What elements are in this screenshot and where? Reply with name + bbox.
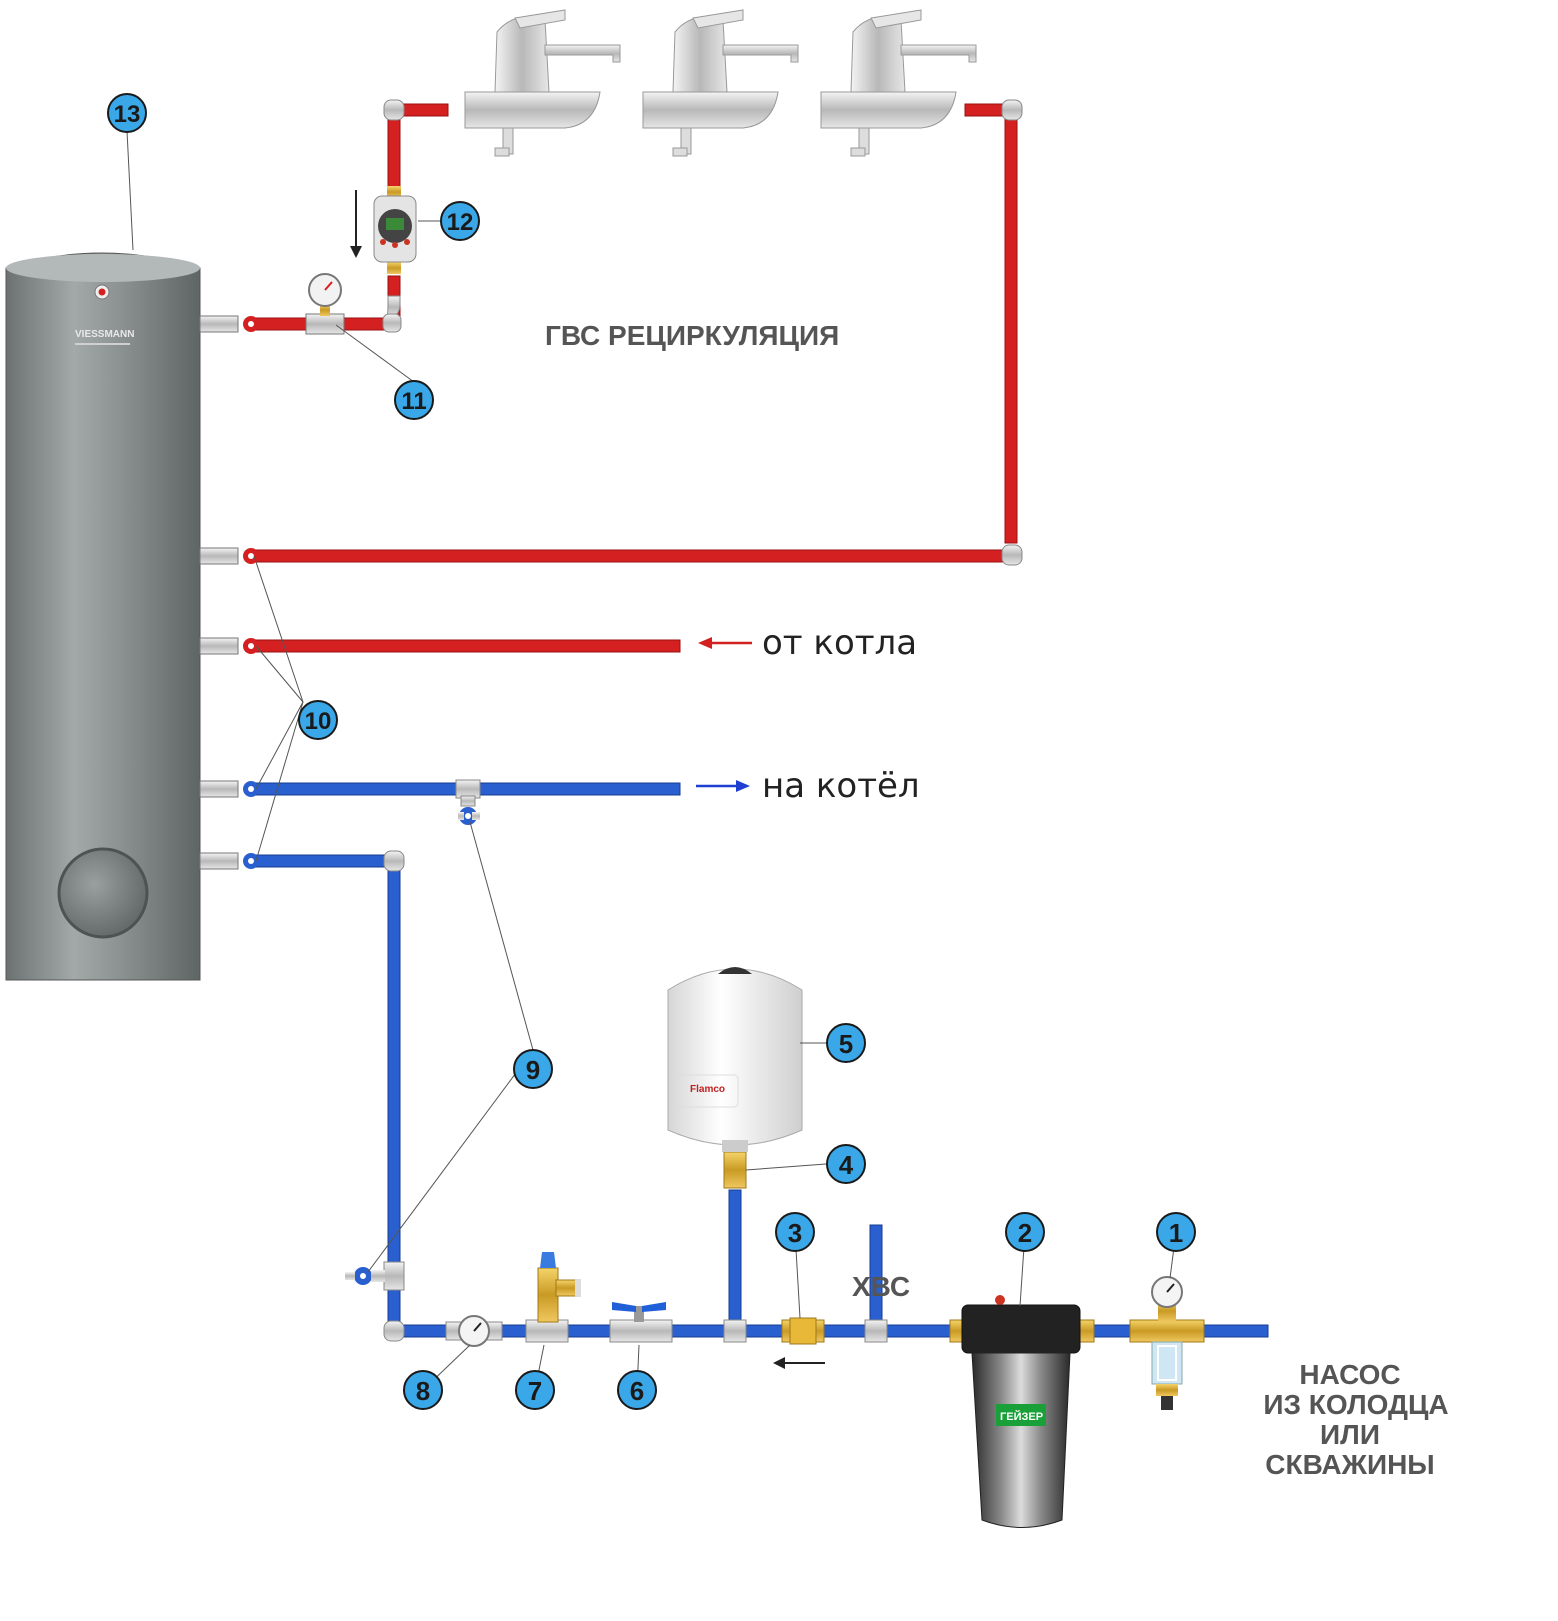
recirc-thermomanometer — [305, 273, 345, 335]
svg-text:11: 11 — [401, 388, 426, 415]
callout-12: 12 — [440, 201, 480, 241]
tank-brand-label: VIESSMANN — [75, 329, 134, 340]
svg-text:2: 2 — [1018, 1218, 1032, 1248]
svg-text:8: 8 — [416, 1376, 430, 1406]
tank-cold-connections — [199, 780, 259, 870]
svg-text:4: 4 — [839, 1150, 854, 1180]
svg-text:1: 1 — [1169, 1218, 1183, 1248]
callout-3: 3 — [775, 1212, 815, 1252]
callout-7: 7 — [515, 1370, 555, 1410]
cold-water-label: ХВС — [852, 1271, 910, 1302]
drain-valve-upper — [458, 807, 480, 825]
to-boiler-label: на котёл — [762, 766, 920, 806]
svg-text:ИЛИ: ИЛИ — [1320, 1419, 1380, 1450]
storage-water-heater-tank: VIESSMANN — [5, 252, 201, 981]
ball-valve-6 — [609, 1302, 673, 1343]
callout-13: 13 — [107, 93, 147, 133]
callout-5: 5 — [826, 1023, 866, 1063]
expansion-vessel-5: Flamco — [667, 967, 803, 1152]
faucet-1 — [464, 9, 621, 157]
callout-2: 2 — [1005, 1212, 1045, 1252]
svg-text:7: 7 — [528, 1376, 542, 1406]
drain-valve-lower — [345, 1267, 385, 1285]
from-boiler-arrow-icon — [698, 637, 752, 649]
svg-text:10: 10 — [305, 708, 332, 735]
callout-6: 6 — [617, 1370, 657, 1410]
safety-valve-7 — [525, 1252, 581, 1343]
expansion-vessel-fitting-4 — [723, 1151, 747, 1189]
callout-1: 1 — [1156, 1212, 1196, 1252]
water-filter-2: ГЕЙЗЕР — [949, 1295, 1095, 1528]
flow-direction-arrow-down-icon — [350, 190, 362, 258]
from-boiler-label: от котла — [762, 623, 917, 663]
hot-pipe-elbows — [382, 99, 1023, 566]
filter-brand-label: ГЕЙЗЕР — [1000, 1410, 1043, 1423]
pressure-gauge-8 — [445, 1315, 503, 1347]
faucet-2 — [642, 9, 799, 157]
svg-text:12: 12 — [447, 209, 474, 236]
cold-pipe-fittings — [383, 779, 888, 1343]
pump-source-label: НАСОС ИЗ КОЛОДЦА ИЛИ СКВАЖИНЫ — [1263, 1359, 1448, 1480]
callout-11: 11 — [394, 380, 434, 420]
circulation-pump — [373, 186, 417, 274]
svg-text:5: 5 — [839, 1029, 853, 1059]
callout-10: 10 — [298, 700, 338, 740]
tank-hot-connections — [199, 315, 259, 655]
faucet-3 — [820, 9, 977, 157]
recirculation-label: ГВС РЕЦИРКУЛЯЦИЯ — [545, 320, 839, 351]
svg-text:6: 6 — [630, 1376, 644, 1406]
expansion-brand-label: Flamco — [690, 1084, 725, 1095]
to-boiler-arrow-icon — [696, 780, 750, 792]
callout-9: 9 — [513, 1049, 553, 1089]
svg-text:НАСОС: НАСОС — [1299, 1359, 1400, 1390]
hot-water-pipes — [254, 103, 1018, 653]
tank-inspection-hatch — [57, 847, 149, 939]
svg-text:3: 3 — [788, 1218, 802, 1248]
check-valve-3 — [781, 1317, 825, 1345]
flow-direction-arrow-left-icon — [773, 1357, 825, 1369]
mesh-filter-with-gauge-1 — [1129, 1276, 1205, 1410]
svg-text:13: 13 — [114, 101, 141, 128]
callout-8: 8 — [403, 1370, 443, 1410]
svg-text:ИЗ КОЛОДЦА: ИЗ КОЛОДЦА — [1263, 1389, 1448, 1420]
svg-text:9: 9 — [526, 1055, 540, 1085]
callout-4: 4 — [826, 1144, 866, 1184]
svg-text:СКВАЖИНЫ: СКВАЖИНЫ — [1265, 1449, 1434, 1480]
